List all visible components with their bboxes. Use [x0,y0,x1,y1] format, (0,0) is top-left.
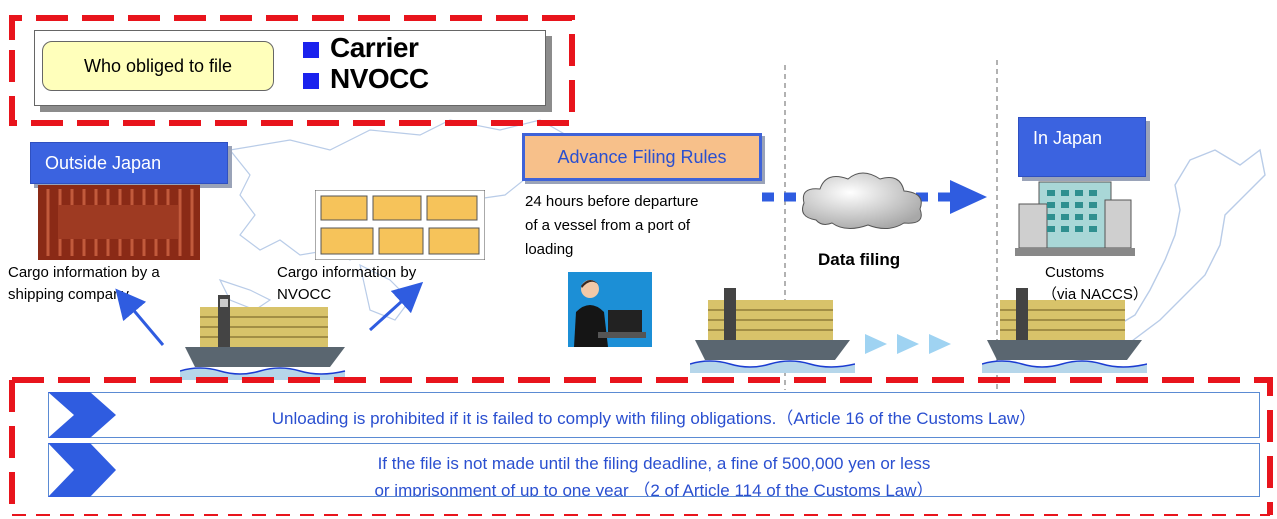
data-filing-label: Data filing [818,250,901,269]
obliged-item-nvocc: NVOCC [330,63,429,94]
penalty-text-fine-2: or imprisonment of up to one year （2 of … [374,481,934,497]
cargo-nvocc-line-1: Cargo information by [277,264,417,281]
ship-icon-middle [690,288,855,373]
cargo-nvocc-text: Cargo information by NVOCC [277,262,416,306]
obliged-item-carrier: Carrier [330,32,419,63]
cloud-icon [802,172,922,229]
advance-filing-rules-title: Advance Filing Rules [522,133,762,181]
outside-japan-title: Outside Japan [30,142,228,184]
obliged-label: Who obliged to file [42,41,274,91]
nvocc-bullet-icon [303,73,319,89]
rules-desc-line-3: loading [525,241,574,258]
rules-desc-line-2: of a vessel from a port of [525,217,691,234]
penalty-banner-fine: If the file is not made until the filing… [48,443,1260,497]
movement-arrows [865,334,951,354]
person-laptop-icon [568,272,652,347]
customs-line-2: （via NACCS） [1042,286,1148,303]
advance-filing-rules-desc: 24 hours before departure of a vessel fr… [525,190,698,262]
customs-building-icon [1015,181,1135,256]
penalty-text-unloading: Unloading is prohibited if it is failed … [271,409,1037,428]
in-japan-title: In Japan [1018,117,1146,177]
cargo-shipping-text: Cargo information by a shipping company [8,262,160,306]
cargo-shipping-line-2: shipping company [8,286,129,303]
chevron-right-icon [48,443,116,497]
carrier-bullet-icon [303,42,319,58]
cargo-nvocc-line-2: NVOCC [277,286,332,303]
penalty-text-fine-1: If the file is not made until the filing… [377,454,931,473]
nvocc-cargo-icon [315,190,485,260]
customs-text: Customs （via NACCS） [1042,262,1148,306]
container-icon [38,185,200,260]
rules-desc-line-1: 24 hours before departure [525,193,699,210]
ship-icon-japan [982,288,1147,373]
chevron-right-icon [48,392,116,438]
penalty-banner-unloading: Unloading is prohibited if it is failed … [48,392,1260,438]
customs-line-1: Customs [1045,264,1105,281]
cargo-shipping-line-1: Cargo information by a [8,264,160,281]
